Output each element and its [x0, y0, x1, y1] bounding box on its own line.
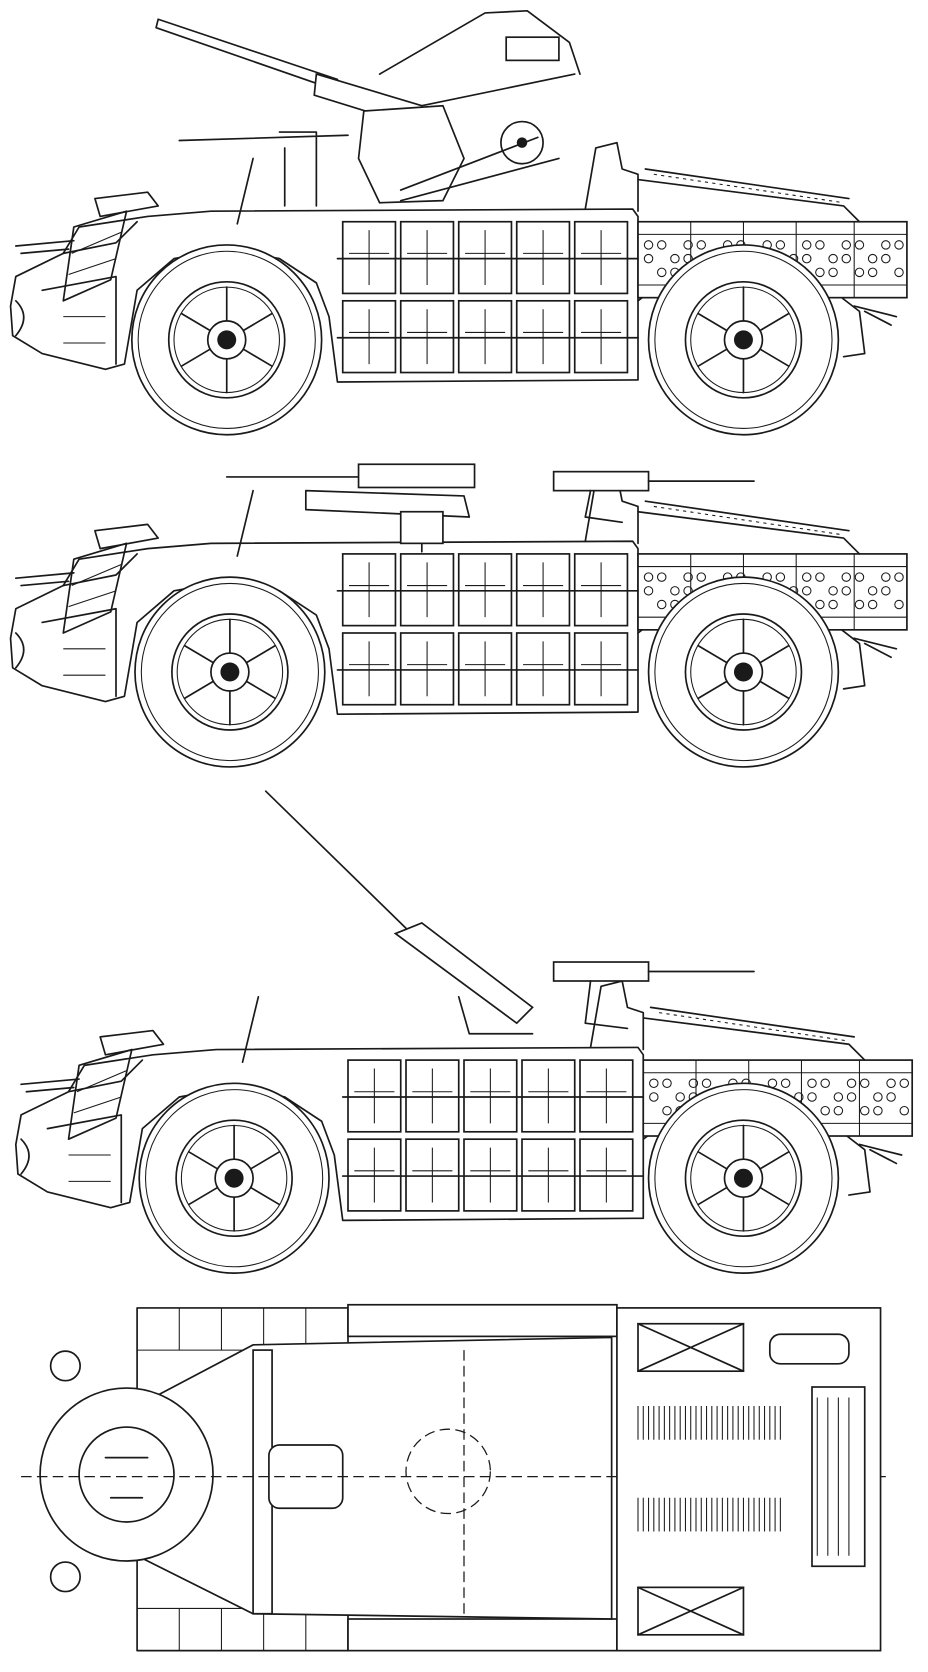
machine-gun-front	[225, 463, 476, 553]
rear-wheel	[647, 244, 840, 436]
machine-gun-rear	[552, 470, 755, 524]
front-wheel	[138, 1082, 330, 1274]
side-view-anti-tank-rifle	[14, 790, 914, 1274]
top-view	[21, 1303, 886, 1652]
rear-wheel	[647, 576, 840, 768]
front-wheel	[134, 576, 326, 768]
anti-aircraft-gun	[155, 9, 581, 207]
machine-gun-rear	[552, 961, 755, 1030]
anti-tank-rifle	[264, 790, 534, 1035]
rear-wheel	[647, 1082, 840, 1274]
front-wheel	[130, 244, 323, 436]
side-view-anti-aircraft-gun	[9, 9, 908, 436]
side-view-machine-guns	[9, 463, 908, 768]
